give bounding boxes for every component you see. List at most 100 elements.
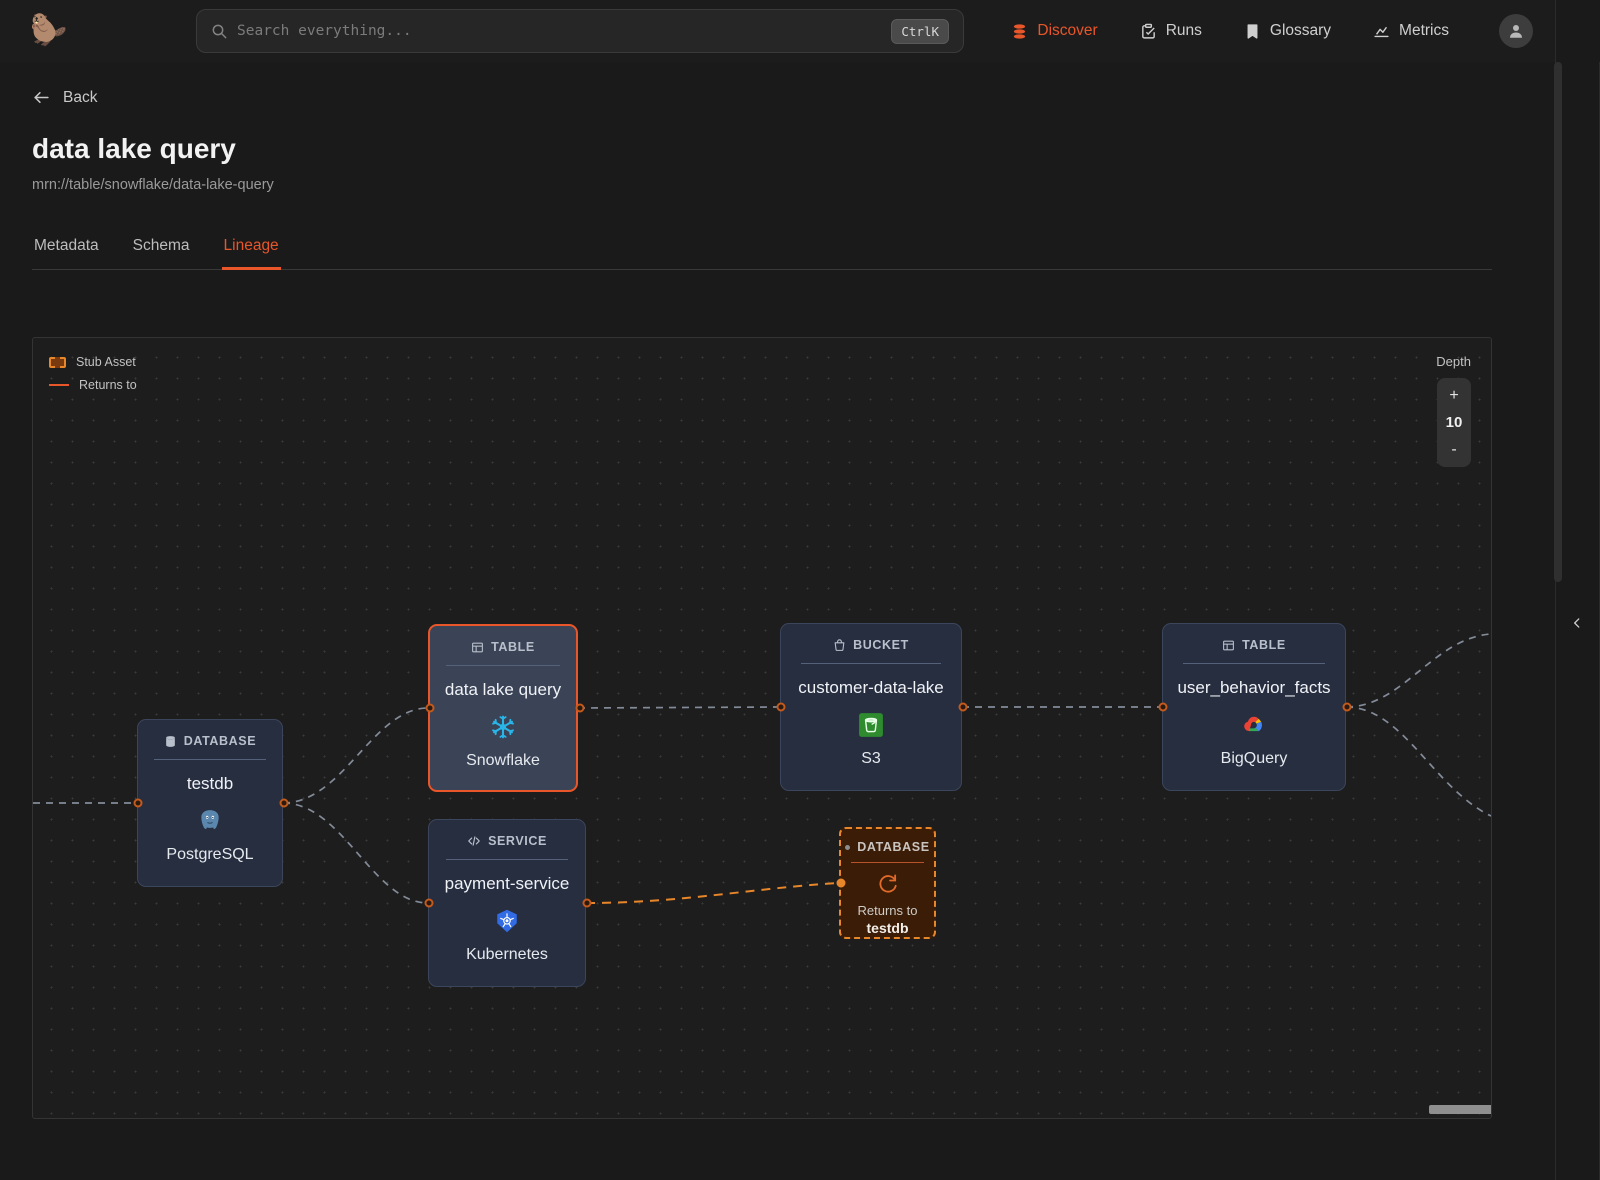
user-avatar-icon [1510, 25, 1522, 38]
node-name: payment-service [444, 874, 570, 893]
node-handle-right[interactable] [582, 898, 592, 908]
s3-icon [859, 713, 883, 737]
user-avatar[interactable] [1499, 14, 1533, 48]
edge-data-lake-query-to-customer-data-lake [577, 706, 781, 709]
tab-metadata[interactable]: Metadata [34, 237, 99, 254]
kubernetes-icon [497, 909, 517, 933]
tab-schema[interactable]: Schema [132, 237, 190, 254]
search-input[interactable] [237, 23, 892, 39]
node-name: customer-data-lake [798, 678, 944, 697]
node-divider [153, 759, 267, 760]
nav-label-discover: Discover [1037, 22, 1098, 39]
node-handle-left[interactable] [776, 702, 786, 712]
database-icon [165, 735, 175, 747]
node-kind-label: SERVICE [488, 834, 547, 848]
stub-line-2: testdb [866, 920, 909, 936]
back-label: Back [63, 88, 98, 106]
depth-control: + 10 - [1437, 378, 1471, 467]
depth-label: Depth [1436, 354, 1471, 369]
right-rail-divider [1555, 0, 1556, 1180]
nav-item-runs[interactable]: Runs [1140, 22, 1202, 40]
lineage-node-user-behavior-facts[interactable]: TABLE user_behavior_facts BigQuery [1158, 623, 1352, 791]
stub-kind-database: DATABASE [845, 840, 929, 854]
node-platform: S3 [861, 750, 881, 767]
node-name: user_behavior_facts [1177, 678, 1331, 697]
nav-item-metrics[interactable]: Metrics [1373, 22, 1449, 40]
stub-dot-icon [845, 844, 851, 850]
lineage-node-data-lake-query[interactable]: TABLE data lake query Snowflake [425, 624, 585, 792]
canvas-horizontal-scrollbar[interactable] [1429, 1105, 1491, 1114]
lineage-legend: Stub Asset Returns to [49, 355, 137, 401]
stub-divider [851, 862, 924, 863]
node-kind-service: SERVICE [467, 834, 547, 848]
legend-label-stub-asset: Stub Asset [76, 355, 136, 369]
node-handle-left[interactable] [133, 798, 143, 808]
search-icon [212, 24, 227, 39]
stub-handle-left[interactable] [836, 878, 846, 888]
table-icon [472, 642, 484, 652]
book-icon [1247, 23, 1258, 39]
node-handle-right[interactable] [279, 798, 289, 808]
nav-item-discover[interactable]: Discover [1011, 22, 1098, 40]
page-body: Back data lake query mrn://table/snowfla… [0, 62, 1555, 270]
node-handle-left[interactable] [425, 703, 435, 713]
depth-decrease-button[interactable]: - [1451, 441, 1457, 458]
edge-user-behavior-facts-out-upper [1345, 633, 1491, 708]
table-icon [1223, 640, 1235, 650]
asset-tabs: Metadata Schema Lineage [32, 237, 1492, 270]
node-kind-label: TABLE [1242, 638, 1286, 652]
chevron-left-icon [1574, 618, 1580, 628]
node-kind-table: TABLE [471, 640, 535, 654]
global-search-bar[interactable]: CtrlK [196, 9, 964, 53]
tab-lineage[interactable]: Lineage [221, 237, 281, 270]
stub-line-1: Returns to [857, 903, 918, 918]
nav-label-runs: Runs [1165, 22, 1202, 39]
edge-returns-to-testdb [585, 882, 840, 904]
lineage-canvas[interactable]: Stub Asset Returns to Depth + 10 - [32, 337, 1492, 1119]
depth-increase-button[interactable]: + [1449, 387, 1459, 404]
beaver-logo[interactable]: 🦫 [30, 14, 68, 47]
chart-icon [1374, 26, 1389, 37]
search-shortcut-badge: CtrlK [891, 18, 949, 44]
page-vertical-scrollbar[interactable] [1554, 62, 1562, 1180]
node-handle-left[interactable] [424, 898, 434, 908]
node-kind-bucket: BUCKET [833, 638, 909, 652]
node-platform: Kubernetes [466, 946, 548, 963]
node-divider [446, 859, 568, 860]
bigquery-icon [1244, 716, 1262, 732]
node-divider [446, 665, 560, 666]
arrow-left-icon [34, 91, 49, 104]
node-kind-table: TABLE [1222, 638, 1286, 652]
node-platform: BigQuery [1220, 750, 1288, 767]
loop-arrow-icon [878, 874, 897, 893]
lineage-stub-node-returns-to-testdb[interactable]: DATABASE Returns to testdb [836, 827, 936, 939]
node-kind-label: BUCKET [853, 638, 909, 652]
node-handle-right[interactable] [958, 702, 968, 712]
primary-nav: Discover Runs Glossary Metrics [1011, 14, 1555, 48]
lineage-node-customer-data-lake[interactable]: BUCKET customer-data-lake S3 [776, 623, 968, 791]
returns-to-line-icon [49, 384, 69, 386]
top-navigation-bar: 🦫 CtrlK Discover Runs G [0, 0, 1555, 62]
node-handle-right[interactable] [1342, 702, 1352, 712]
asset-urn: mrn://table/snowflake/data-lake-query [32, 177, 274, 193]
postgresql-icon [201, 810, 219, 829]
page-title: data lake query [32, 133, 236, 164]
lineage-node-testdb[interactable]: DATABASE testdb PostgreSQL [133, 719, 289, 887]
depth-value: 10 [1445, 414, 1463, 431]
database-stack-icon [1014, 23, 1026, 39]
lineage-node-payment-service[interactable]: SERVICE payment-service Kubernetes [424, 819, 592, 987]
node-handle-left[interactable] [1158, 702, 1168, 712]
bucket-icon [834, 638, 845, 651]
panel-collapse-toggle[interactable] [1566, 612, 1588, 634]
edge-user-behavior-facts-out-lower [1345, 706, 1491, 817]
back-button[interactable]: Back [32, 88, 97, 107]
nav-item-glossary[interactable]: Glossary [1244, 22, 1331, 40]
node-kind-label: TABLE [491, 640, 535, 654]
stub-kind-label: DATABASE [857, 840, 930, 854]
node-name: data lake query [444, 680, 562, 699]
node-handle-right[interactable] [575, 703, 585, 713]
scrollbar-thumb[interactable] [1554, 62, 1562, 582]
clipboard-check-icon [1141, 23, 1155, 39]
node-kind-label: DATABASE [183, 734, 257, 748]
snowflake-icon [492, 715, 514, 739]
